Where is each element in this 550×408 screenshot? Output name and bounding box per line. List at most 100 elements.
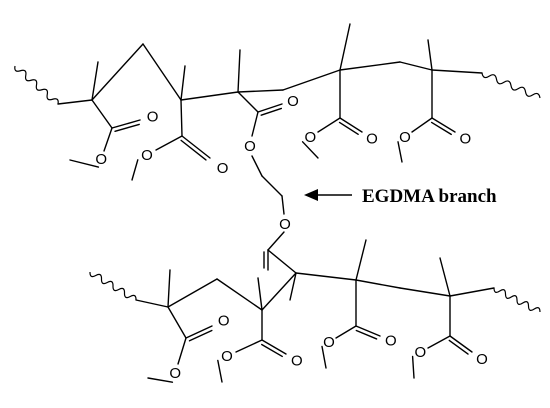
upper-backbone (237, 89, 284, 93)
branch-lower-ester-o (267, 231, 285, 251)
lower-ester-2-ester-o (235, 339, 263, 353)
oxygen-atom: O (323, 334, 335, 351)
branch-ethylene (261, 175, 283, 197)
upper-ester-1-c-bond (91, 99, 113, 129)
oxygen-atom: O (399, 129, 411, 146)
oxygen-atom: O (385, 333, 397, 350)
upper-ester-1-ester-o (103, 127, 113, 152)
upper-ester-5-methyl (397, 141, 403, 163)
upper-ester-2-c-bond (180, 99, 183, 137)
branch-upper-carbonyl-second (260, 107, 283, 116)
upper-backbone (180, 91, 239, 101)
methyl (355, 239, 367, 281)
lower-backbone (449, 287, 495, 297)
lower-backbone (399, 287, 451, 297)
oxygen-atom: O (304, 129, 316, 146)
wavy-bond (481, 72, 541, 99)
lower-ester-1-ester-o (177, 337, 187, 365)
branch-arrow (304, 189, 352, 201)
methyl (237, 49, 241, 93)
lower-ester-3-carbonyl (355, 325, 381, 337)
upper-ester-4-methyl (301, 141, 319, 159)
lower-ester-3-methyl (321, 345, 327, 369)
lower-ester-1-carbonyl-second (188, 329, 213, 342)
upper-backbone (339, 61, 401, 71)
upper-ester-4-carbonyl-second (338, 121, 359, 136)
methyl (427, 39, 433, 71)
methyl (289, 272, 297, 301)
oxygen-atom: O (291, 352, 303, 369)
upper-ester-5-carbonyl-second (430, 121, 452, 136)
chain-end-wavy-bonds (14, 65, 541, 313)
lower-ester-4-carbonyl-second (448, 339, 469, 355)
lower-ester-2-methyl (217, 359, 223, 383)
lower-backbone (261, 272, 297, 311)
oxygen-atom: O (218, 313, 230, 330)
branch-upper-ester-o (251, 111, 259, 137)
lower-backbone (216, 278, 263, 311)
lower-ester-3-ester-o (335, 325, 357, 339)
lower-ester-4-carbonyl (449, 335, 473, 353)
lower-ester-2-carbonyl-second (261, 343, 283, 358)
branch-upper-carbonyl (257, 103, 283, 113)
branch-lower-c-bond (267, 249, 297, 274)
upper-ester-1-carbonyl-second (114, 123, 140, 132)
lower-ester-1-c-bond (167, 306, 187, 339)
oxygen-atom: O (147, 108, 159, 125)
upper-ester-5-ester-o (411, 117, 433, 133)
upper-backbone (282, 69, 341, 91)
upper-ester-4-carbonyl (339, 117, 363, 133)
wavy-bond (89, 271, 137, 301)
oxygen-atom: O (244, 138, 256, 155)
branch-ethylene (281, 195, 285, 215)
lower-ester-4-ester-o (427, 335, 451, 349)
upper-ester-2-ester-o (155, 135, 183, 151)
methyl (167, 269, 171, 308)
methyl (180, 65, 186, 101)
upper-backbone (399, 61, 433, 71)
oxygen-atom: O (141, 147, 153, 164)
oxygen-atom: O (95, 151, 107, 168)
arrow-head (304, 189, 318, 201)
oxygen-atom: O (287, 93, 299, 110)
lower-backbone (167, 278, 218, 308)
egdma-branch-label: EGDMA branch (362, 186, 497, 207)
lower-backbone (355, 279, 401, 289)
upper-ester-1-methyl (69, 159, 100, 168)
bond-lines (57, 23, 495, 383)
branch-c-bond (237, 91, 259, 113)
methyl (439, 257, 451, 297)
lower-backbone (135, 299, 169, 308)
upper-backbone (91, 43, 144, 101)
upper-ester-5-carbonyl (431, 117, 456, 133)
oxygen-atom: O (169, 365, 181, 382)
lower-ester-1-methyl (147, 377, 174, 383)
upper-ester-2-carbonyl (181, 135, 211, 159)
oxygen-atom: O (476, 351, 488, 368)
oxygen-atom: O (460, 130, 472, 147)
lower-ester-2-carbonyl (261, 339, 287, 355)
upper-ester-2-carbonyl-second (180, 139, 207, 161)
lower-backbone (295, 272, 357, 281)
lower-ester-4-methyl (411, 355, 415, 379)
upper-backbone (57, 99, 93, 105)
upper-ester-1-carbonyl (111, 119, 141, 129)
upper-ester-4-ester-o (317, 117, 341, 133)
lower-ester-3-carbonyl-second (355, 329, 378, 340)
oxygen-atom: O (217, 160, 229, 177)
upper-backbone (431, 69, 483, 74)
wavy-bond (14, 65, 59, 105)
wavy-bond (493, 287, 541, 313)
oxygen-atom: O (279, 216, 291, 233)
oxygen-atom: O (221, 348, 233, 365)
methyl (257, 277, 263, 311)
upper-backbone (142, 43, 182, 101)
methyl (339, 23, 351, 71)
upper-ester-2-methyl (131, 159, 139, 181)
oxygen-atom: O (414, 344, 426, 361)
branch-ethylene (251, 155, 263, 177)
methyl (91, 61, 99, 101)
